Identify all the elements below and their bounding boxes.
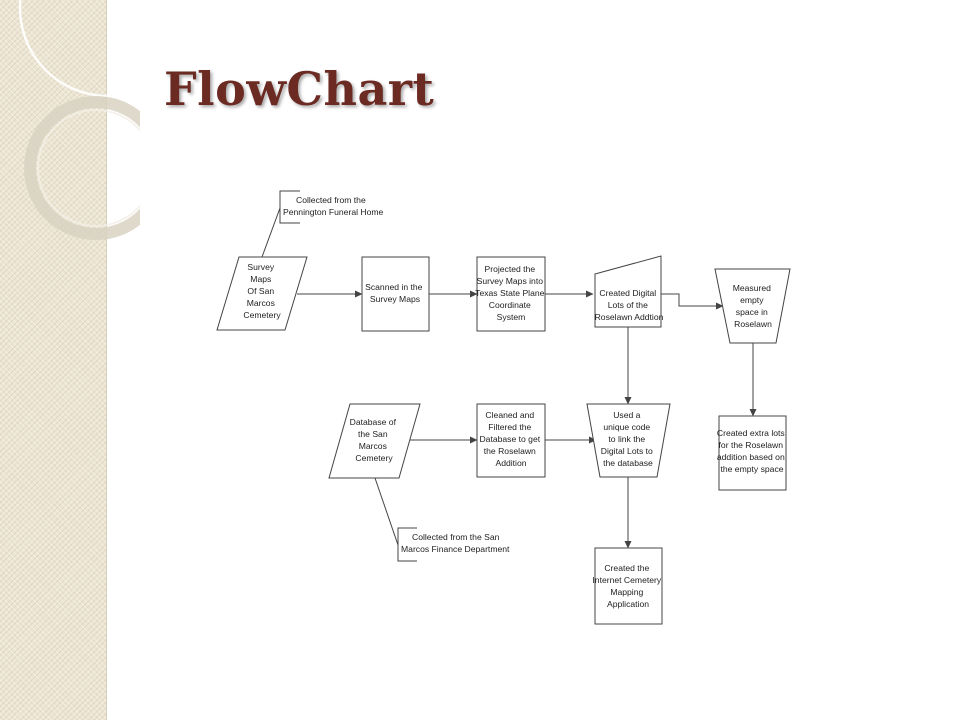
cleaned-label: Cleaned and Filtered the Database to get… [479, 410, 542, 468]
decorative-ring-small [24, 96, 140, 240]
digital-lots-label: Created Digital Lots of the Roselawn Add… [595, 288, 664, 322]
measured-shape [714, 268, 791, 344]
unique-code-shape [586, 403, 671, 478]
connector-database-to-finance-note [374, 477, 399, 546]
connector-digital-lots-to-measured [661, 293, 724, 310]
survey-maps-label: Survey Maps Of San Marcos Cemetery [243, 262, 281, 320]
cleaned-shape [476, 403, 546, 478]
decorative-circles [18, 0, 140, 240]
connector-note-to-survey [261, 207, 281, 258]
slide-title: FlowChart [164, 62, 435, 116]
annotation-finance-shape [397, 527, 417, 562]
database-label: Database of the San Marcos Cemetery [350, 417, 399, 463]
connectors [261, 207, 757, 549]
scanned-label: Scanned in the Survey Maps [365, 282, 425, 304]
node-labels: Collected from the Pennington Funeral Ho… [243, 195, 787, 609]
measured-label: Measured empty space in Roselawn [733, 283, 774, 329]
application-label: Created the Internet Cemetery Mapping Ap… [592, 563, 663, 609]
scanned-shape [361, 256, 430, 332]
projected-label: Projected the Survey Maps into Texas Sta… [475, 264, 547, 322]
node-shapes [216, 190, 791, 625]
unique-code-label: Used a unique code to link the Digital L… [601, 410, 655, 468]
application-shape [594, 547, 663, 625]
finance-note-label: Collected from the San Marcos Finance De… [401, 532, 510, 554]
pennington-note-label: Collected from the Pennington Funeral Ho… [283, 195, 384, 217]
survey-maps-shape [216, 256, 308, 331]
database-shape [328, 403, 421, 479]
decorative-ring-small-inner [37, 109, 140, 227]
projected-shape [476, 256, 546, 332]
extra-lots-label: Created extra lots for the Roselawn addi… [717, 428, 787, 474]
extra-lots-shape [718, 415, 787, 491]
digital-lots-shape [594, 255, 662, 328]
annotation-pennington-shape [279, 190, 300, 224]
decorative-ring-large [18, 0, 140, 98]
